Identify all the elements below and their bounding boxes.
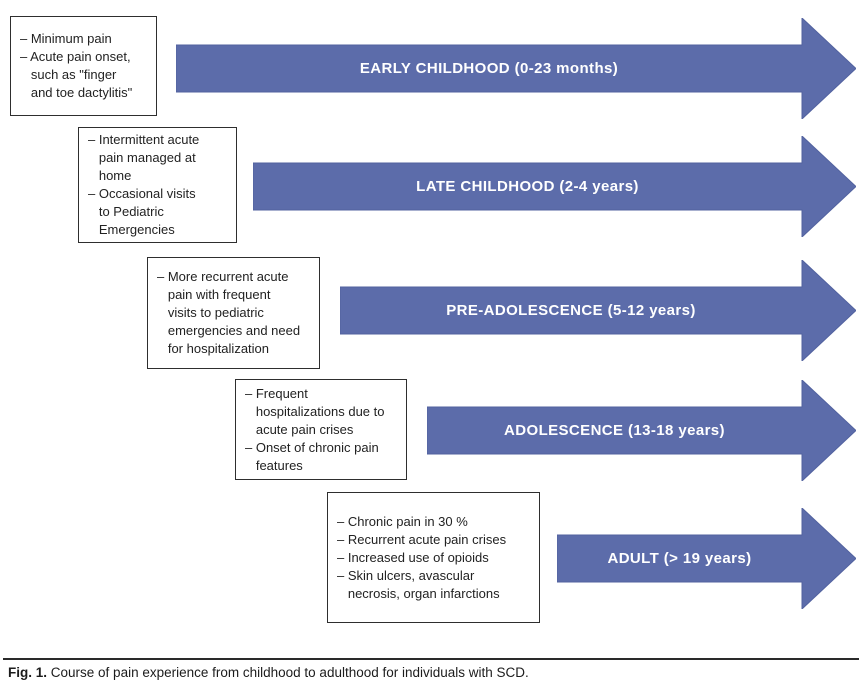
description-box-late-childhood: – Intermittent acute pain managed at hom…: [78, 127, 237, 243]
timeline-arrow-adult: ADULT (> 19 years): [557, 508, 856, 609]
right-arrow-icon: [253, 136, 856, 237]
figure-caption: Fig. 1. Course of pain experience from c…: [8, 665, 529, 680]
description-box-early-childhood: – Minimum pain – Acute pain onset, such …: [10, 16, 157, 116]
figure-caption-label: Fig. 1.: [8, 665, 48, 680]
description-text: – Minimum pain – Acute pain onset, such …: [20, 31, 133, 100]
right-arrow-icon: [557, 508, 856, 609]
arrow-label: LATE CHILDHOOD (2-4 years): [416, 178, 639, 195]
description-text: – Chronic pain in 30 % – Recurrent acute…: [337, 513, 507, 601]
description-box-adult: – Chronic pain in 30 % – Recurrent acute…: [327, 492, 540, 623]
arrow-label: ADOLESCENCE (13-18 years): [504, 422, 725, 439]
right-arrow-icon: [427, 380, 856, 481]
right-arrow-icon: [340, 260, 856, 361]
timeline-arrow-pre-adolescence: PRE-ADOLESCENCE (5-12 years): [340, 260, 856, 361]
caption-divider: [3, 658, 859, 660]
arrow-label: PRE-ADOLESCENCE (5-12 years): [446, 302, 696, 319]
timeline-arrow-early-childhood: EARLY CHILDHOOD (0-23 months): [176, 18, 856, 119]
arrow-label: EARLY CHILDHOOD (0-23 months): [359, 60, 619, 77]
right-arrow-icon: [176, 18, 856, 119]
timeline-arrow-adolescence: ADOLESCENCE (13-18 years): [427, 380, 856, 481]
description-box-pre-adolescence: – More recurrent acute pain with frequen…: [147, 257, 320, 369]
description-text: – Frequent hospitalizations due to acute…: [245, 385, 385, 473]
figure-caption-text: Course of pain experience from childhood…: [50, 665, 529, 680]
arrow-label: ADULT (> 19 years): [607, 550, 752, 567]
timeline-arrow-late-childhood: LATE CHILDHOOD (2-4 years): [253, 136, 856, 237]
description-text: – More recurrent acute pain with frequen…: [157, 269, 301, 356]
description-box-adolescence: – Frequent hospitalizations due to acute…: [235, 379, 407, 480]
description-text: – Intermittent acute pain managed at hom…: [88, 132, 200, 237]
